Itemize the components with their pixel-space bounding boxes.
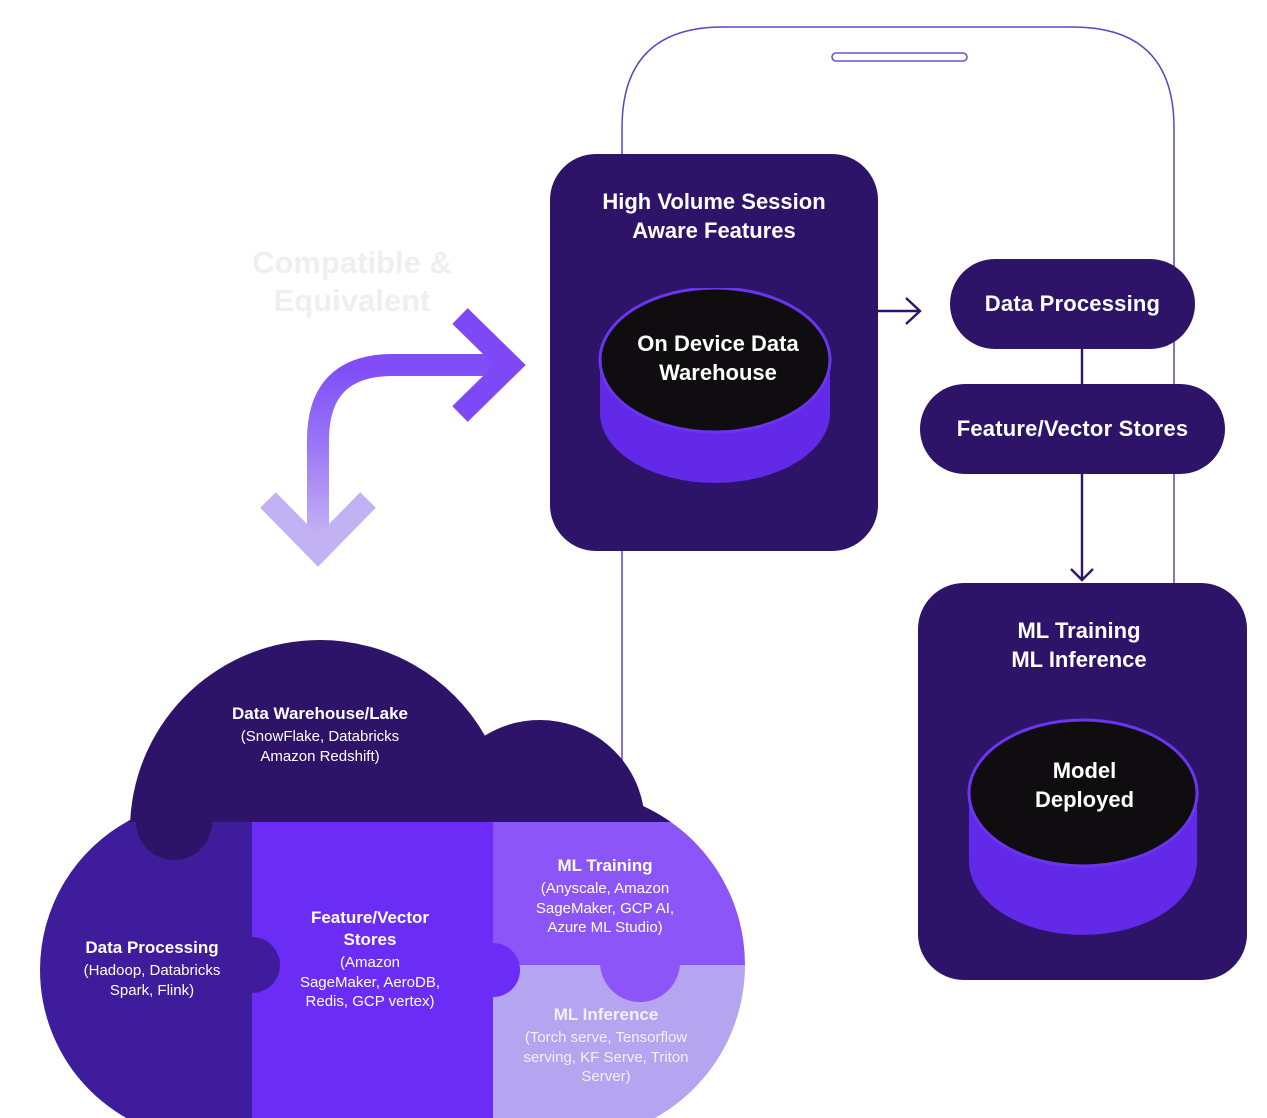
cloud-processing-sub-line2: Spark, Flink) bbox=[109, 981, 195, 999]
device-cylinder-label-line1: On Device Data bbox=[637, 331, 799, 356]
model-cylinder-label-line2: Deployed bbox=[1034, 786, 1135, 812]
device-cylinder-label-line2: Warehouse bbox=[659, 359, 777, 385]
model-cylinder-label-line1: Model bbox=[1052, 758, 1117, 783]
ml-card-title-line1: ML Training bbox=[1017, 618, 1141, 643]
cloud-feature-title-line1: Feature/Vector bbox=[310, 908, 430, 927]
cloud-inference: ML Inference (Torch serve, Tensorflow se… bbox=[500, 1004, 712, 1087]
model-cylinder-label: Model Deployed bbox=[967, 757, 1202, 814]
compatible-label-line2: Equivalent bbox=[273, 282, 431, 318]
device-card-title-line2: Aware Features bbox=[632, 217, 796, 243]
phone-speaker bbox=[831, 52, 968, 62]
feature-piece bbox=[252, 822, 493, 1118]
cloud-training-sub-line1: (Anyscale, Amazon bbox=[540, 880, 670, 898]
cloud-training-title: ML Training bbox=[557, 856, 653, 875]
cloud-training: ML Training (Anyscale, Amazon SageMaker,… bbox=[505, 855, 705, 938]
cloud-inference-sub-line3: Server) bbox=[581, 1068, 631, 1086]
device-card-title-line1: High Volume Session bbox=[602, 189, 826, 214]
cloud-warehouse-sub-line1: (SnowFlake, Databricks bbox=[240, 728, 400, 746]
model-cylinder-icon bbox=[967, 718, 1199, 935]
cloud-processing-title: Data Processing bbox=[85, 938, 219, 957]
ml-card-title: ML Training ML Inference bbox=[918, 617, 1240, 674]
cloud-feature-sub-line2: SageMaker, AeroDB, bbox=[299, 973, 441, 991]
cloud-warehouse: Data Warehouse/Lake (SnowFlake, Databric… bbox=[195, 703, 445, 766]
cloud-processing: Data Processing (Hadoop, Databricks Spar… bbox=[52, 937, 252, 1000]
cloud-inference-sub-line1: (Torch serve, Tensorflow bbox=[524, 1029, 688, 1047]
device-cylinder-label: On Device Data Warehouse bbox=[598, 330, 838, 387]
database-cylinder-icon bbox=[598, 288, 832, 483]
cloud-inference-sub-line2: serving, KF Serve, Triton bbox=[523, 1048, 689, 1066]
cloud-processing-sub-line1: (Hadoop, Databricks bbox=[83, 962, 221, 980]
data-processing-pill: Data Processing bbox=[950, 259, 1195, 349]
processing-piece bbox=[40, 822, 252, 1118]
cloud-feature-sub-line1: (Amazon bbox=[339, 954, 401, 972]
cloud-feature-title-line2: Stores bbox=[343, 930, 397, 950]
device-card-title: High Volume Session Aware Features bbox=[550, 188, 878, 245]
cloud-training-sub-line3: Azure ML Studio) bbox=[547, 919, 663, 937]
cloud-feature: Feature/Vector Stores (Amazon SageMaker,… bbox=[270, 907, 470, 1012]
arrow-right-connector bbox=[877, 297, 922, 325]
cloud-warehouse-title: Data Warehouse/Lake bbox=[231, 704, 409, 723]
ml-card-title-line2: ML Inference bbox=[1011, 646, 1147, 672]
cloud-inference-title: ML Inference bbox=[553, 1005, 659, 1024]
compatible-label-line1: Compatible & bbox=[252, 245, 452, 280]
arrow-down-connector bbox=[1070, 470, 1094, 582]
arrow-head-down bbox=[260, 492, 376, 567]
feature-stores-pill: Feature/Vector Stores bbox=[920, 384, 1225, 474]
arrow-head-right bbox=[452, 308, 526, 422]
cloud-feature-sub-line3: Redis, GCP vertex) bbox=[305, 993, 435, 1011]
compatible-label: Compatible & Equivalent bbox=[222, 244, 482, 320]
cloud-warehouse-sub-line2: Amazon Redshift) bbox=[260, 747, 380, 765]
compatible-arrow-icon bbox=[307, 354, 505, 540]
phone-outline bbox=[621, 26, 1175, 780]
cloud-training-sub-line2: SageMaker, GCP AI, bbox=[535, 899, 675, 917]
